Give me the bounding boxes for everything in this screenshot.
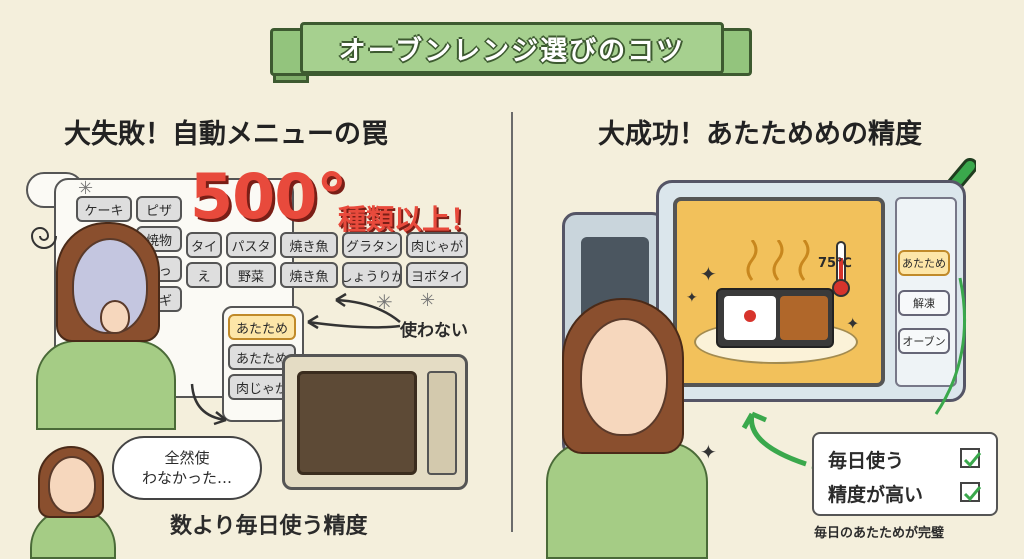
checklist-item: 毎日使う: [828, 450, 905, 472]
sparkle-icon: ✦: [700, 440, 717, 464]
unused-arrows: [307, 292, 401, 330]
steam-icon: [746, 240, 810, 281]
page-title: オーブンレンジ選びのコツ: [300, 22, 724, 74]
cobweb-icon: ✳: [376, 290, 393, 314]
menu-chip: グラタン: [342, 232, 402, 258]
scroll-item: ケーキ: [76, 196, 132, 222]
curved-arrow: [190, 383, 227, 426]
sparkle-icon: ✦: [846, 314, 860, 333]
menu-count-suffix: 種類以上！: [338, 203, 479, 236]
right-caption: 毎日のあたためが完璧: [814, 526, 945, 541]
menu-chip: 肉じゃが: [406, 232, 468, 258]
panel-divider: [511, 112, 513, 532]
defrost-button[interactable]: 解凍: [898, 290, 950, 316]
menu-chip: ヨボタイ: [406, 262, 468, 288]
menu-chip: 野菜: [226, 262, 276, 288]
sparkle-icon: ✦: [700, 262, 717, 286]
right-heading: 大成功！あたためめの精度: [598, 119, 922, 150]
left-caption: 数より毎日使う精度: [170, 514, 368, 539]
old-microwave: [282, 354, 468, 490]
checkbox-checked-icon: [960, 448, 982, 468]
checklist-card: 毎日使う 精度が高い: [812, 432, 998, 516]
sparkle-icon: ✦: [686, 290, 698, 306]
checklist-item: 精度が高い: [828, 484, 924, 506]
left-heading: 大失敗！自動メニューの罠: [64, 119, 388, 150]
menu-chip: パスタ: [226, 232, 276, 258]
confusion-scribble-icon: [30, 227, 57, 249]
menu-count: 500°: [190, 160, 347, 233]
scroll-list-item-highlighted: あたため: [228, 314, 296, 340]
unused-label: 使わない: [400, 321, 468, 341]
cobweb-icon: ✳: [78, 178, 94, 199]
speech-bubble: 全然使 わなかった…: [112, 436, 262, 500]
menu-chip: 焼き魚: [280, 262, 338, 288]
speech-line: わなかった…: [141, 469, 232, 487]
menu-chip: しょうりが: [342, 262, 402, 288]
warm-button[interactable]: あたため: [898, 250, 950, 276]
checkbox-checked-icon: [960, 482, 982, 502]
temperature-readout: 75℃: [818, 256, 852, 271]
cobweb-icon: ✳: [420, 290, 436, 311]
menu-chip: タイ: [186, 232, 222, 258]
menu-chip: え: [186, 262, 222, 288]
scroll-item: ピザ: [136, 196, 182, 222]
thermometer-icon: [832, 241, 850, 297]
menu-chip: 焼き魚: [280, 232, 338, 258]
bento-box: [716, 288, 834, 348]
oven-button[interactable]: オーブン: [898, 328, 950, 354]
speech-line: 全然使: [164, 449, 210, 467]
